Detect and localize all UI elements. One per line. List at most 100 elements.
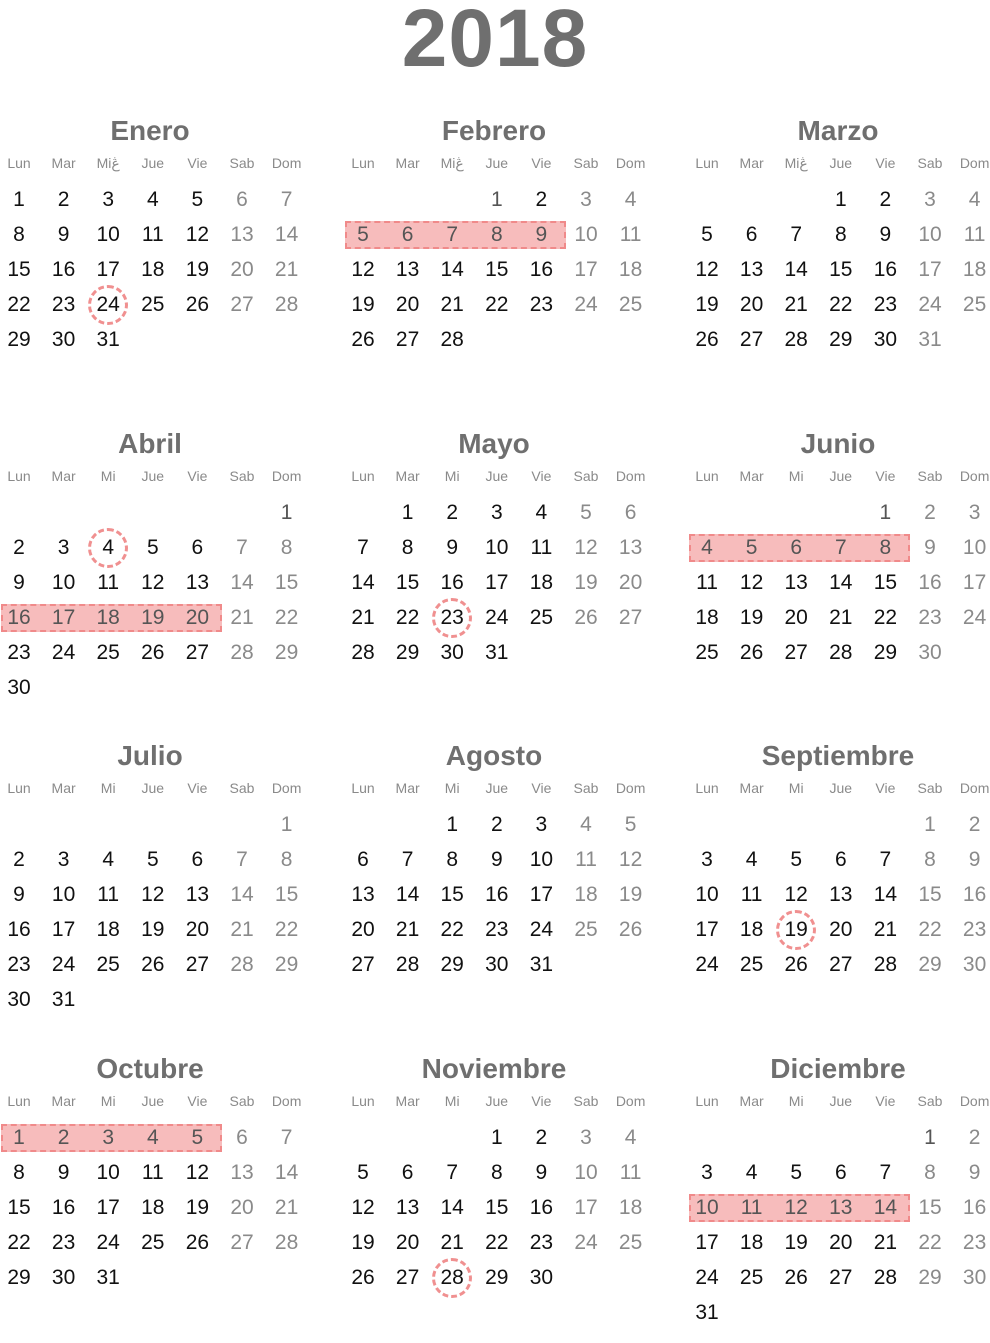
day-cell[interactable]: 3 bbox=[57, 848, 70, 871]
day-cell[interactable]: 26 bbox=[618, 918, 643, 941]
day-cell[interactable]: 21 bbox=[829, 606, 853, 629]
day-cell[interactable]: 1 bbox=[924, 1126, 936, 1149]
day-cell[interactable]: 10 bbox=[695, 883, 719, 906]
day-cell[interactable]: 7 bbox=[280, 188, 293, 211]
day-cell[interactable]: 9 bbox=[535, 1161, 548, 1184]
day-cell[interactable]: 3 bbox=[580, 188, 592, 211]
day-cell[interactable]: 4 bbox=[745, 848, 758, 871]
day-cell[interactable]: 7 bbox=[834, 536, 847, 559]
day-cell[interactable]: 15 bbox=[440, 883, 464, 906]
day-cell[interactable]: 25 bbox=[695, 641, 719, 664]
day-cell[interactable]: 24 bbox=[485, 606, 509, 629]
day-cell[interactable]: 6 bbox=[745, 223, 758, 246]
day-cell[interactable]: 27 bbox=[829, 1266, 853, 1289]
day-cell[interactable]: 25 bbox=[574, 918, 598, 941]
day-cell[interactable]: 26 bbox=[351, 1266, 375, 1289]
day-cell[interactable]: 19 bbox=[574, 571, 598, 594]
day-cell[interactable]: 5 bbox=[191, 188, 204, 211]
day-cell[interactable]: 21 bbox=[274, 1196, 299, 1219]
day-cell[interactable]: 25 bbox=[739, 1266, 764, 1289]
day-cell[interactable]: 16 bbox=[440, 571, 464, 594]
day-cell[interactable]: 18 bbox=[96, 606, 120, 629]
day-cell[interactable]: 31 bbox=[695, 1301, 719, 1324]
day-cell[interactable]: 29 bbox=[274, 953, 299, 976]
day-cell[interactable]: 9 bbox=[968, 1161, 981, 1184]
day-cell[interactable]: 6 bbox=[834, 848, 847, 871]
day-cell[interactable]: 26 bbox=[351, 328, 375, 351]
day-cell[interactable]: 27 bbox=[185, 953, 210, 976]
day-cell[interactable]: 13 bbox=[829, 883, 853, 906]
day-cell[interactable]: 5 bbox=[701, 223, 713, 246]
day-cell[interactable]: 9 bbox=[446, 536, 459, 559]
day-cell[interactable]: 19 bbox=[351, 293, 375, 316]
day-cell[interactable]: 9 bbox=[879, 223, 892, 246]
day-cell[interactable]: 8 bbox=[879, 536, 892, 559]
day-cell[interactable]: 22 bbox=[274, 918, 299, 941]
day-cell[interactable]: 9 bbox=[13, 883, 25, 906]
day-cell[interactable]: 19 bbox=[739, 606, 764, 629]
day-cell[interactable]: 17 bbox=[574, 258, 598, 281]
day-cell[interactable]: 13 bbox=[739, 258, 764, 281]
day-cell[interactable]: 11 bbox=[141, 1161, 164, 1184]
day-cell[interactable]: 29 bbox=[918, 953, 942, 976]
day-cell[interactable]: 21 bbox=[784, 293, 808, 316]
day-cell[interactable]: 26 bbox=[695, 328, 719, 351]
day-cell[interactable]: 7 bbox=[879, 1161, 892, 1184]
day-cell[interactable]: 24 bbox=[529, 918, 554, 941]
day-cell[interactable]: 1 bbox=[401, 501, 414, 524]
day-cell[interactable]: 5 bbox=[146, 536, 159, 559]
day-cell[interactable]: 5 bbox=[357, 1161, 369, 1184]
day-cell[interactable]: 14 bbox=[230, 883, 254, 906]
day-cell[interactable]: 30 bbox=[962, 1266, 987, 1289]
day-cell[interactable]: 10 bbox=[695, 1196, 719, 1219]
day-cell[interactable]: 11 bbox=[963, 223, 986, 246]
day-cell[interactable]: 27 bbox=[230, 293, 254, 316]
day-cell[interactable]: 24 bbox=[96, 1231, 120, 1254]
day-cell[interactable]: 30 bbox=[51, 328, 76, 351]
day-cell[interactable]: 26 bbox=[739, 641, 764, 664]
day-cell[interactable]: 14 bbox=[873, 883, 898, 906]
day-cell[interactable]: 4 bbox=[146, 188, 159, 211]
day-cell[interactable]: 13 bbox=[185, 571, 210, 594]
day-cell[interactable]: 18 bbox=[141, 258, 165, 281]
day-cell[interactable]: 22 bbox=[829, 293, 853, 316]
day-cell[interactable]: 20 bbox=[185, 918, 210, 941]
day-cell[interactable]: 1 bbox=[490, 1126, 503, 1149]
day-cell[interactable]: 2 bbox=[535, 1126, 548, 1149]
day-cell[interactable]: 6 bbox=[401, 1161, 414, 1184]
day-cell[interactable]: 19 bbox=[695, 293, 719, 316]
day-cell[interactable]: 24 bbox=[695, 1266, 719, 1289]
day-cell[interactable]: 24 bbox=[695, 953, 719, 976]
day-cell[interactable]: 14 bbox=[274, 1161, 299, 1184]
day-cell[interactable]: 11 bbox=[696, 571, 718, 594]
day-cell[interactable]: 30 bbox=[7, 676, 31, 699]
day-cell[interactable]: 23 bbox=[962, 918, 987, 941]
day-cell[interactable]: 23 bbox=[51, 1231, 76, 1254]
day-cell[interactable]: 4 bbox=[701, 536, 713, 559]
day-cell[interactable]: 26 bbox=[141, 641, 165, 664]
day-cell[interactable]: 12 bbox=[141, 883, 165, 906]
day-cell[interactable]: 6 bbox=[834, 1161, 847, 1184]
day-cell[interactable]: 31 bbox=[485, 641, 509, 664]
day-cell[interactable]: 9 bbox=[924, 536, 936, 559]
day-cell[interactable]: 26 bbox=[185, 1231, 210, 1254]
day-cell[interactable]: 13 bbox=[829, 1196, 853, 1219]
day-cell[interactable]: 20 bbox=[230, 1196, 254, 1219]
day-cell[interactable]: 7 bbox=[879, 848, 892, 871]
day-cell[interactable]: 28 bbox=[829, 641, 853, 664]
day-cell[interactable]: 22 bbox=[873, 606, 898, 629]
day-cell[interactable]: 31 bbox=[96, 328, 120, 351]
day-cell[interactable]: 9 bbox=[968, 848, 981, 871]
day-cell[interactable]: 7 bbox=[790, 223, 803, 246]
day-cell[interactable]: 6 bbox=[790, 536, 803, 559]
day-cell[interactable]: 30 bbox=[873, 328, 898, 351]
day-cell[interactable]: 4 bbox=[968, 188, 981, 211]
day-cell[interactable]: 13 bbox=[395, 1196, 420, 1219]
day-cell[interactable]: 27 bbox=[185, 641, 210, 664]
day-cell[interactable]: 23 bbox=[7, 953, 31, 976]
day-cell[interactable]: 29 bbox=[440, 953, 464, 976]
day-cell[interactable]: 18 bbox=[962, 258, 987, 281]
day-cell[interactable]: 4 bbox=[624, 1126, 637, 1149]
day-cell[interactable]: 15 bbox=[395, 571, 420, 594]
day-cell[interactable]: 2 bbox=[924, 501, 936, 524]
